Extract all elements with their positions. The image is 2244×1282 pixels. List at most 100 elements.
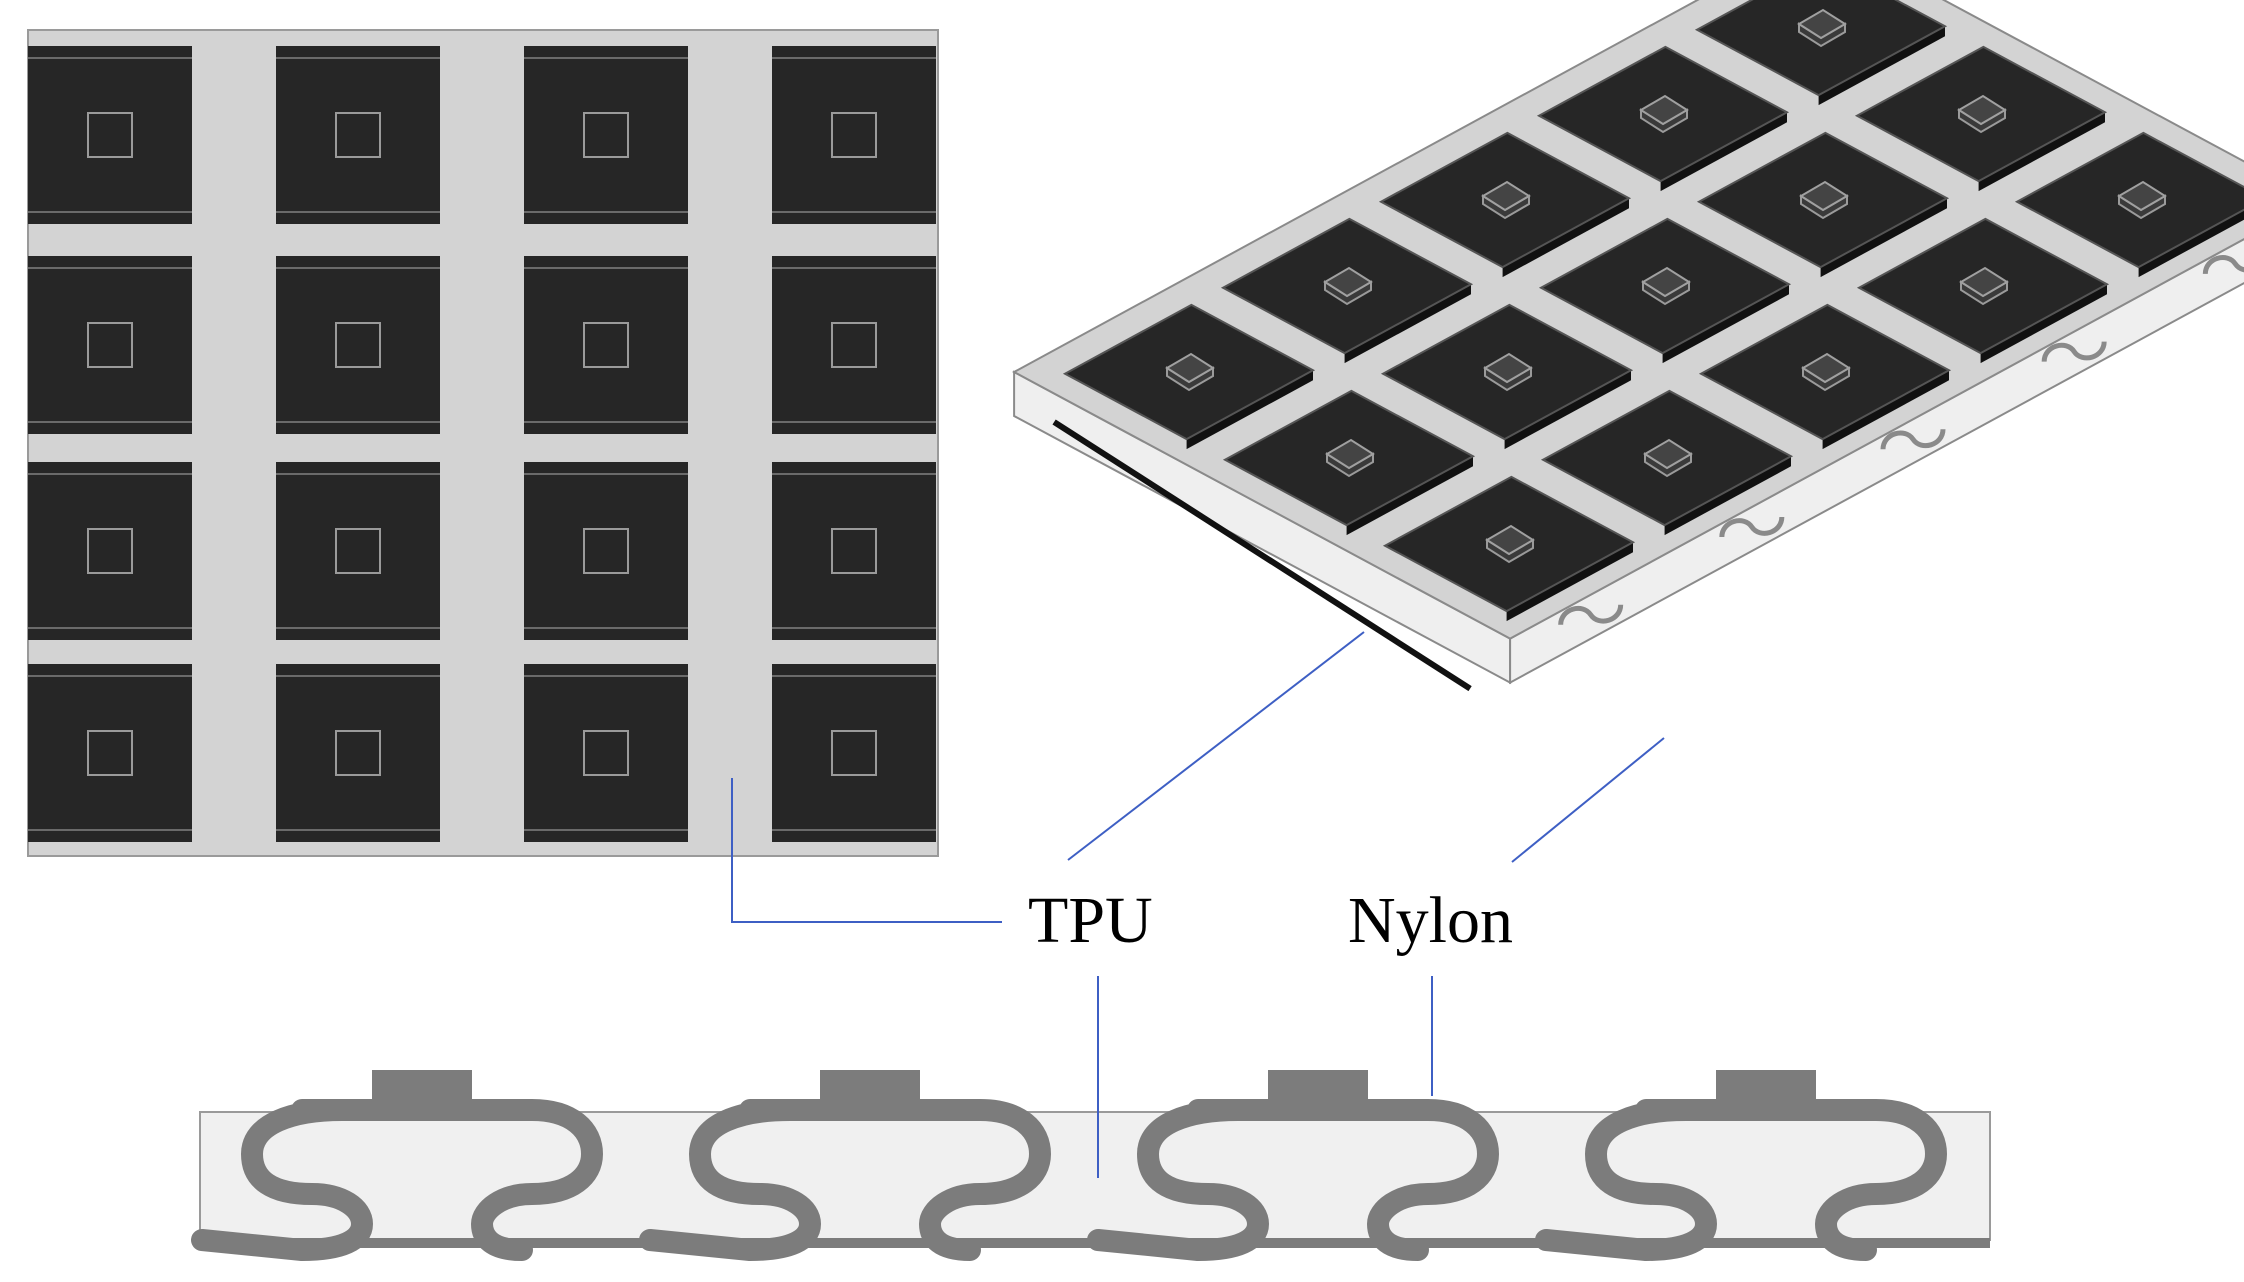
tile-body	[276, 462, 440, 640]
nylon-tile	[524, 664, 688, 842]
nylon-tile-iso	[1378, 131, 1632, 278]
tile-body	[276, 46, 440, 224]
side-curve	[1880, 428, 1946, 450]
nylon-tile-iso	[1222, 389, 1476, 536]
leader-nylon-iso	[1511, 737, 1665, 863]
tile-body	[772, 256, 936, 434]
tile-boss-top	[1165, 352, 1215, 384]
tile-boss	[583, 112, 629, 158]
nylon-tile-iso	[1698, 303, 1952, 450]
leader-lines	[731, 631, 1665, 1178]
nylon-boss	[372, 1070, 472, 1100]
tile-boss	[583, 322, 629, 368]
tile-boss	[583, 730, 629, 776]
nylon-tile-iso	[1536, 45, 1790, 192]
tile-body	[524, 46, 688, 224]
tile-side	[1660, 112, 1787, 192]
tile-boss-top	[1797, 8, 1847, 40]
tile-boss-top	[1801, 352, 1851, 384]
leader-tpu-top	[731, 778, 1002, 923]
nylon-tile-iso	[1856, 217, 2110, 364]
tile-side	[1980, 284, 2107, 364]
nylon-tile	[772, 256, 936, 434]
nylon-tile-iso	[1540, 389, 1794, 536]
tile-boss	[335, 730, 381, 776]
tile-side	[2138, 209, 2244, 278]
label-tpu: TPU	[1028, 884, 1153, 957]
nylon-tile	[276, 664, 440, 842]
tile-body	[772, 664, 936, 842]
tile-boss-top	[1641, 266, 1691, 298]
nylon-tile-iso	[1382, 475, 1636, 622]
nylon-tile	[772, 664, 936, 842]
nylon-tile	[276, 256, 440, 434]
tile-boss-top	[1959, 266, 2009, 298]
nylon-tile-iso	[1538, 217, 1792, 364]
tile-side	[1822, 370, 1949, 450]
tile-side	[1506, 542, 1633, 622]
nylon-tile	[276, 46, 440, 224]
nylon-boss	[1268, 1070, 1368, 1100]
tile-boss	[831, 730, 877, 776]
tile-body	[276, 256, 440, 434]
nylon-tile-iso	[1854, 45, 2108, 192]
leader-tpu-iso	[1067, 631, 1365, 861]
nylon-s-curve	[1535, 1099, 1947, 1261]
tile-boss-top	[1485, 524, 1535, 556]
tile-side	[1818, 26, 1945, 106]
tile-boss-top	[1639, 94, 1689, 126]
tile-boss-top	[2117, 180, 2167, 212]
tile-boss	[87, 528, 133, 574]
tile-side	[1664, 456, 1791, 536]
tile-side	[1662, 284, 1789, 364]
cross-section-panel	[191, 1070, 1991, 1261]
tile-boss	[335, 528, 381, 574]
isometric-view-panel	[1011, 0, 2244, 692]
nylon-tile	[276, 462, 440, 640]
tile-boss-top	[1323, 266, 1373, 298]
nylon-tile	[772, 462, 936, 640]
top-view-panel	[27, 29, 939, 857]
nylon-tile-iso	[1694, 0, 1948, 106]
tile-body	[28, 256, 192, 434]
tile-side	[1186, 370, 1313, 450]
tile-boss-top	[1799, 180, 1849, 212]
tile-body	[28, 664, 192, 842]
tile-boss-top	[1483, 352, 1533, 384]
tile-side	[1346, 456, 1473, 536]
nylon-tile-iso	[1380, 303, 1634, 450]
tile-boss	[831, 112, 877, 158]
nylon-tile-iso	[1220, 217, 1474, 364]
tile-boss	[335, 322, 381, 368]
tile-boss-top	[1325, 438, 1375, 470]
tile-body	[772, 46, 936, 224]
tile-body	[276, 664, 440, 842]
nylon-tile	[28, 462, 192, 640]
tile-boss-top	[1957, 94, 2007, 126]
tile-boss	[583, 528, 629, 574]
tile-top	[1694, 0, 1948, 97]
tile-body	[28, 462, 192, 640]
tile-boss	[831, 322, 877, 368]
tile-boss-top	[1643, 438, 1693, 470]
tile-body	[524, 256, 688, 434]
tpu-matrix	[199, 1111, 1991, 1241]
tile-side	[1344, 284, 1471, 364]
nylon-tile	[772, 46, 936, 224]
nylon-tile-iso	[2014, 131, 2244, 278]
nylon-tile	[28, 256, 192, 434]
nylon-s-curve	[191, 1099, 603, 1261]
side-curve	[1719, 516, 1785, 538]
tile-boss	[87, 112, 133, 158]
nylon-underside	[1052, 419, 1472, 692]
nylon-boss	[820, 1070, 920, 1100]
side-curve	[2041, 341, 2107, 362]
side-curve	[2202, 255, 2244, 275]
nylon-tile-iso	[1696, 131, 1950, 278]
nylon-tile	[524, 462, 688, 640]
nylon-tile	[524, 256, 688, 434]
tile-boss	[831, 528, 877, 574]
tile-boss	[87, 730, 133, 776]
